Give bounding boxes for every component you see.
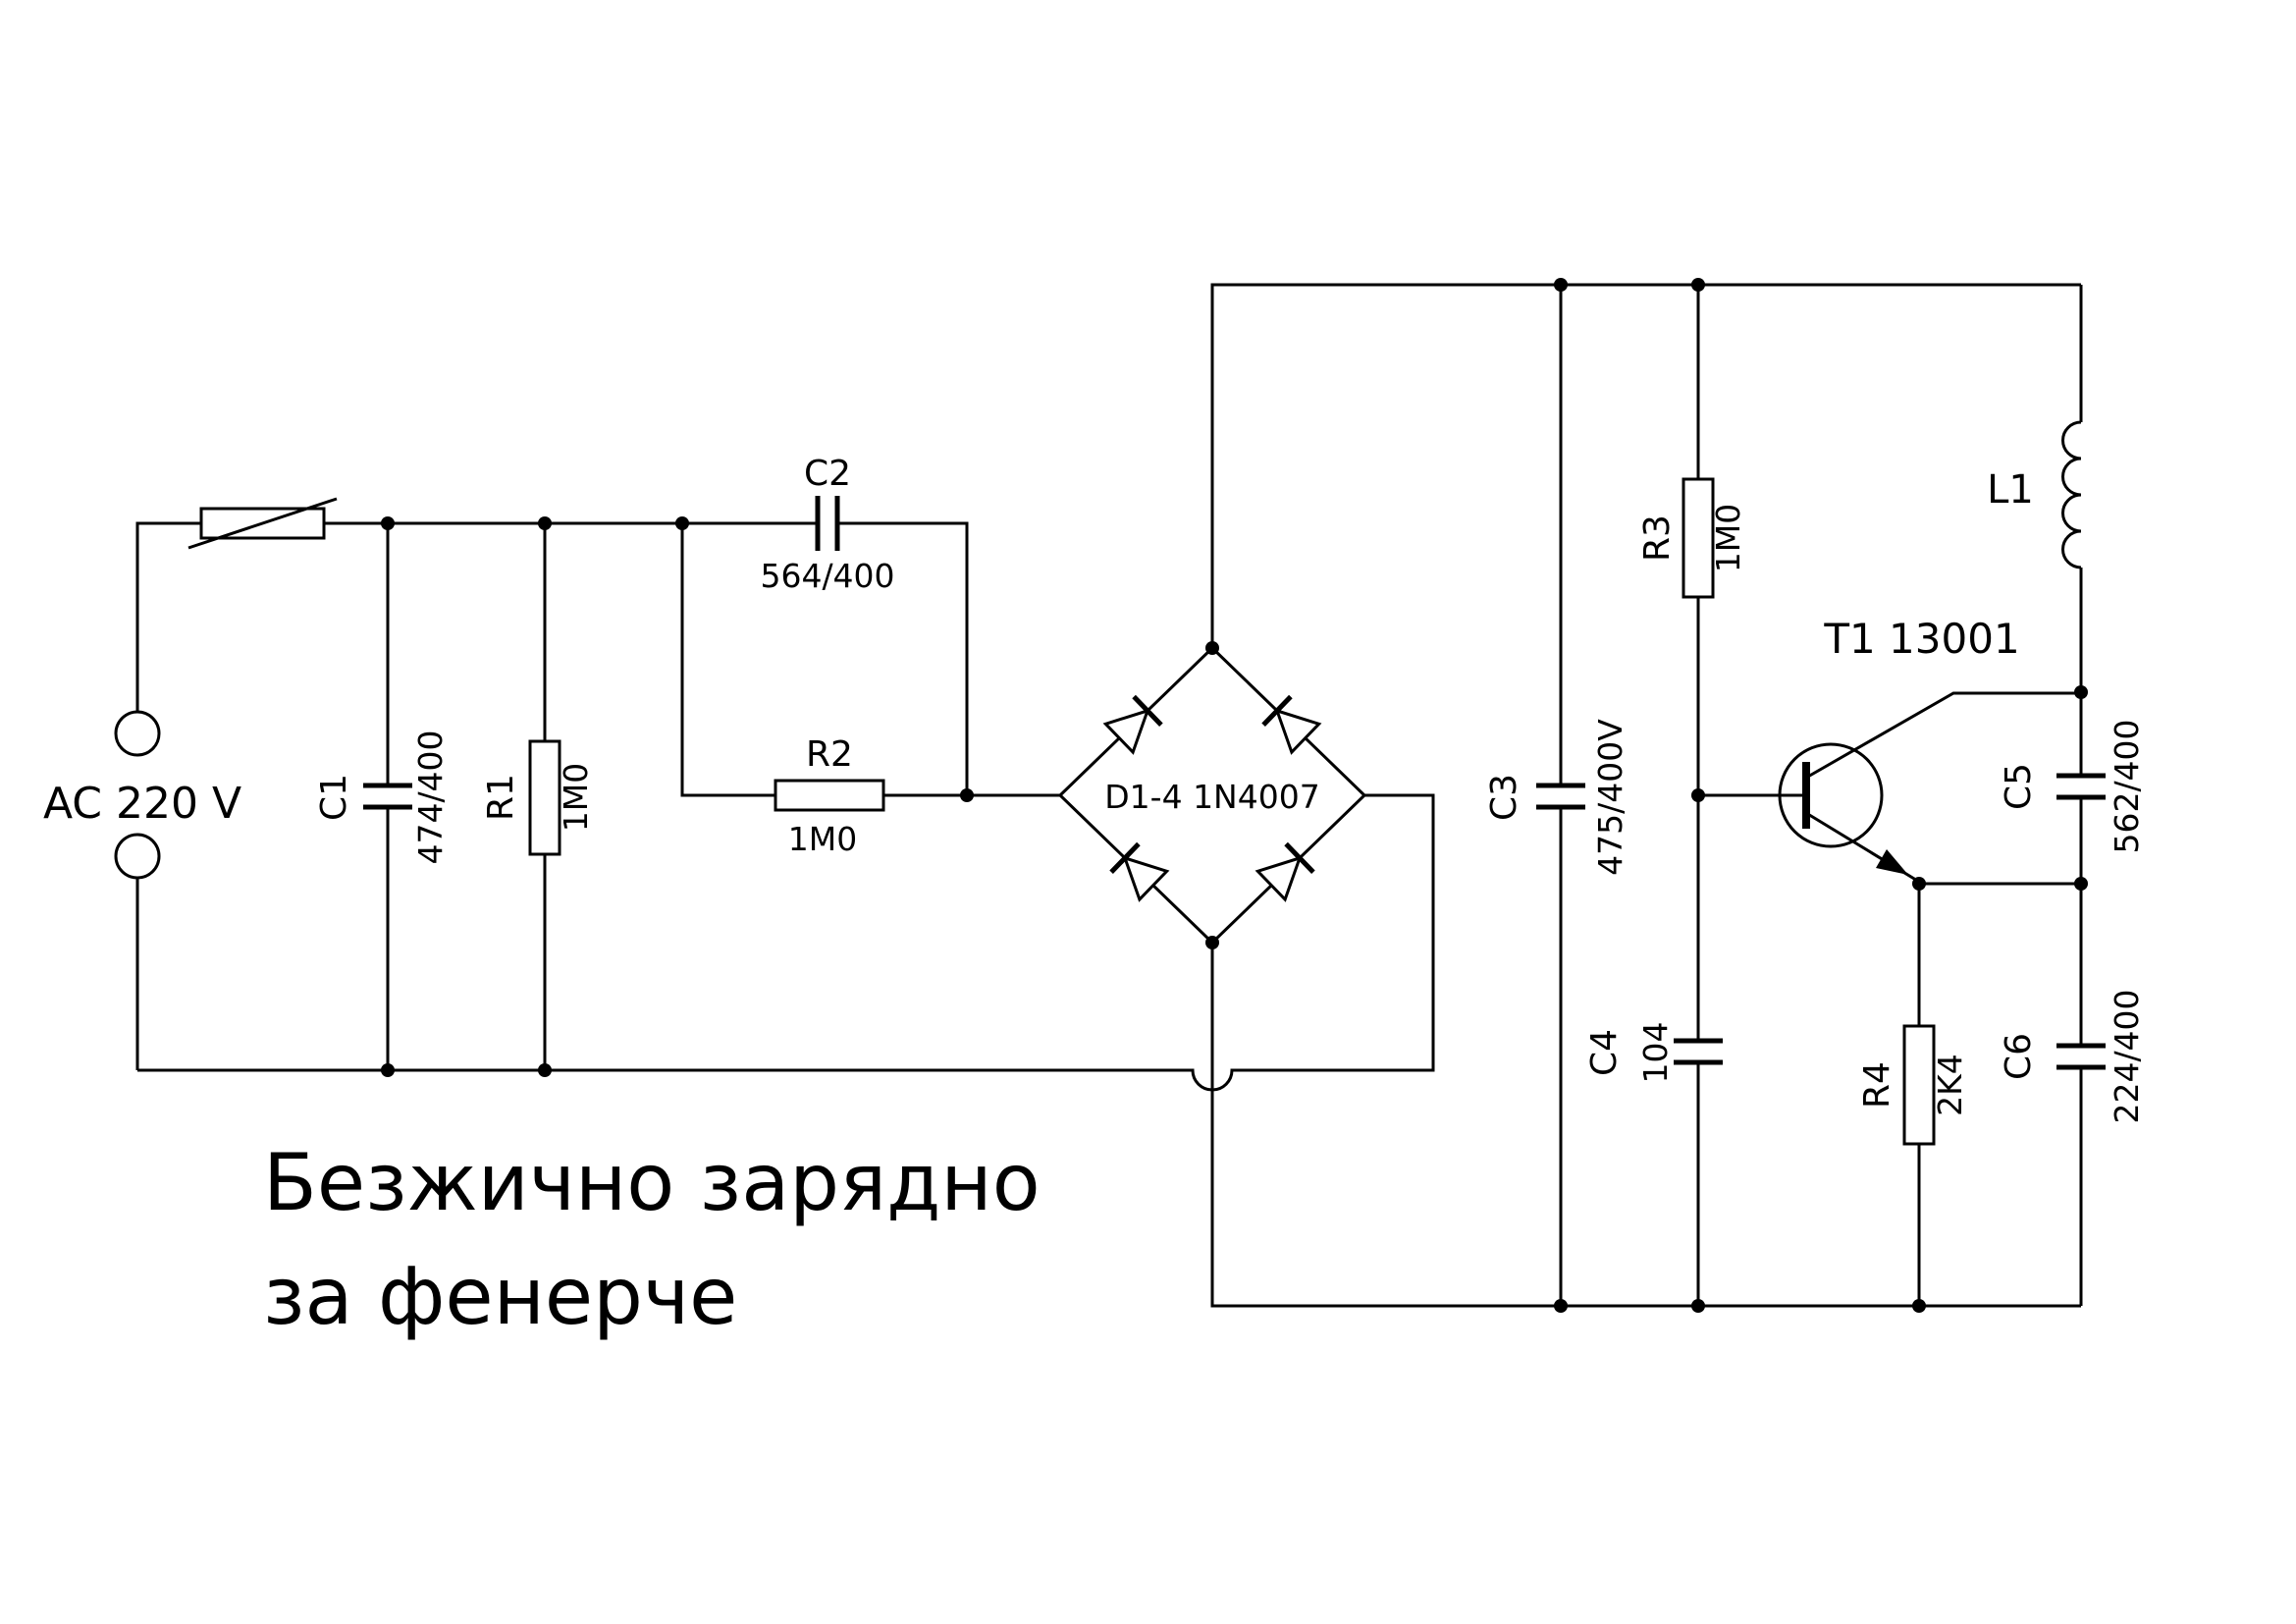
resistor-r2 — [774, 779, 885, 812]
t1-ref: T1 13001 — [1823, 615, 2019, 663]
resistor-r3 — [1682, 477, 1715, 599]
r4-ref: R4 — [1857, 1061, 1897, 1109]
capacitor-c4-plates — [1674, 1038, 1723, 1065]
r1-value: 1M0 — [557, 763, 595, 832]
junction-dot — [1691, 1299, 1705, 1313]
junction-dot — [1912, 1299, 1926, 1313]
wires — [135, 283, 2083, 1308]
capacitor-c1 — [363, 783, 412, 810]
resistor-r4 — [1902, 1024, 1936, 1146]
r3-value: 1M0 — [1709, 504, 1747, 572]
t1-body — [1778, 742, 1884, 848]
r2-ref: R2 — [806, 734, 853, 775]
junction-dots — [381, 278, 2088, 1313]
t1-emitter-arrow-icon — [1876, 849, 1908, 875]
junction-dot — [2074, 685, 2088, 699]
junction-dot — [1912, 877, 1926, 891]
transistor-t1 — [1778, 742, 1908, 875]
junction-dot — [675, 516, 689, 530]
c2-ref: C2 — [804, 454, 851, 494]
c5-ref: C5 — [1999, 763, 2039, 810]
junction-dot — [1691, 278, 1705, 292]
junction-dot — [538, 1063, 552, 1077]
junction-dot — [381, 1063, 395, 1077]
c4-ref: C4 — [1584, 1029, 1625, 1076]
bridge-outline — [1057, 645, 1367, 946]
c3-value: 475/400V — [1591, 719, 1629, 876]
wire-bottom-rail-left-with-hop — [137, 793, 1435, 1092]
junction-dot — [1205, 936, 1219, 949]
capacitor-c2 — [815, 496, 840, 551]
inductor-l1-coil — [2061, 420, 2082, 569]
wire-r2-left-branch — [680, 523, 775, 797]
capacitor-c6-plates — [2056, 1043, 2106, 1070]
junction-dot — [381, 516, 395, 530]
r2-value: 1M0 — [788, 820, 857, 858]
junction-dot — [2074, 877, 2088, 891]
caption-line1: Безжично зарядно — [263, 1137, 1041, 1228]
r4-value: 2K4 — [1931, 1054, 1969, 1116]
wire-collector — [1805, 691, 2081, 780]
wire-bridge-top-to-rail — [1210, 283, 2081, 648]
junction-dot — [1205, 641, 1219, 655]
wire-source-top — [135, 521, 201, 712]
ac-terminal-bottom — [114, 833, 161, 880]
junction-dot — [960, 788, 974, 802]
wire-c2-right-branch — [837, 521, 969, 795]
bridge-ref: D1-4 1N4007 — [1104, 778, 1319, 816]
capacitor-c3-plates — [1536, 783, 1585, 810]
c3-ref: C3 — [1484, 774, 1524, 821]
c6-ref: C6 — [1999, 1033, 2039, 1080]
c1-value: 474/400 — [411, 730, 450, 864]
fuse-diagonal — [187, 497, 338, 550]
ac-terminal-top — [114, 710, 161, 757]
l1-ref: L1 — [1987, 467, 2034, 513]
junction-dot — [538, 516, 552, 530]
junction-dot — [1691, 788, 1705, 802]
resistor-r1 — [528, 739, 561, 856]
wire-emitter-node — [1917, 882, 2081, 1306]
source-label: AC 220 V — [43, 779, 241, 829]
ac-source — [114, 710, 161, 880]
junction-dot — [1554, 278, 1568, 292]
c4-value: 104 — [1636, 1022, 1675, 1084]
c1-plates — [363, 783, 412, 810]
junction-dot — [1554, 1299, 1568, 1313]
capacitor-c5-plates — [2056, 773, 2106, 800]
r1-ref: R1 — [481, 774, 521, 821]
c2-value: 564/400 — [760, 557, 894, 595]
c5-value: 562/400 — [2108, 719, 2146, 853]
c6-value: 224/400 — [2108, 989, 2146, 1123]
bridge-rectifier — [1057, 645, 1367, 946]
r3-ref: R3 — [1637, 514, 1678, 562]
labels: AC 220 V C1 474/400 R1 1M0 C2 564/400 R2… — [43, 454, 2146, 1342]
c1-ref: C1 — [314, 774, 354, 821]
fuse — [187, 497, 338, 550]
caption-line2: за фенерче — [263, 1251, 737, 1342]
wire-bridge-bottom-to-rail — [1210, 943, 2081, 1308]
c2-plates — [815, 496, 840, 551]
